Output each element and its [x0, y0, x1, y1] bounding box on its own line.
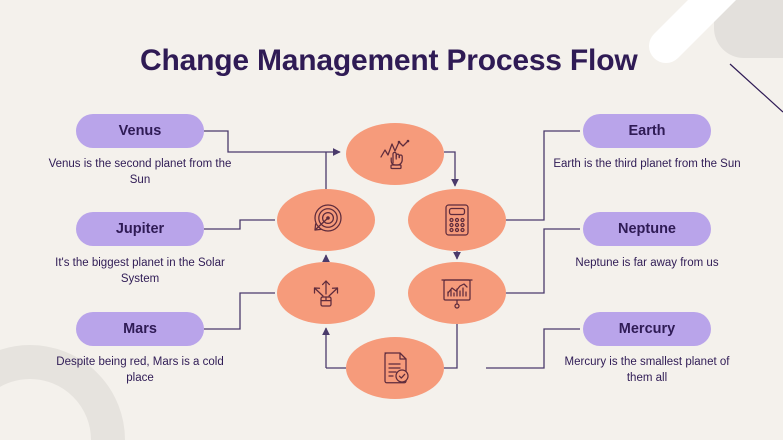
pill-label: Neptune	[618, 221, 676, 237]
page-title: Change Management Process Flow	[140, 44, 638, 77]
connector-venus-to-node1	[204, 130, 341, 156]
pill-earth[interactable]: Earth	[583, 114, 711, 148]
pill-label: Mercury	[618, 321, 676, 337]
pill-venus[interactable]: Venus	[76, 114, 204, 148]
connector-node3-to-earth	[506, 130, 580, 221]
description-earth: Earth is the third planet from the Sun	[553, 158, 741, 170]
connector-node6-to-mercury	[486, 328, 580, 369]
connector-jupiter-to-node2	[204, 219, 275, 230]
description-neptune: Neptune is far away from us	[575, 257, 719, 269]
hand-touch-line-chart-icon	[378, 137, 412, 171]
description-mercury: Mercury is the smallest planet of them a…	[564, 356, 730, 384]
target-arrow-icon	[309, 203, 343, 237]
process-node-target-arrow[interactable]	[277, 189, 375, 251]
process-node-presentation-chart[interactable]	[408, 262, 506, 324]
process-node-calculator[interactable]	[408, 189, 506, 251]
pill-mercury[interactable]: Mercury	[583, 312, 711, 346]
pill-label: Jupiter	[115, 221, 165, 237]
process-node-document-approved[interactable]	[346, 337, 444, 399]
calculator-icon	[441, 203, 473, 237]
description-jupiter: It's the biggest planet in the Solar Sys…	[55, 257, 225, 285]
box-diverging-arrows-icon	[309, 276, 343, 310]
pill-mars[interactable]: Mars	[76, 312, 204, 346]
description-venus: Venus is the second planet from the Sun	[48, 158, 232, 186]
pill-jupiter[interactable]: Jupiter	[76, 212, 204, 246]
pill-label: Venus	[118, 123, 162, 139]
presentation-chart-icon	[439, 276, 475, 310]
description-mars: Despite being red, Mars is a cold place	[56, 356, 224, 384]
process-node-box-diverging-arrows[interactable]	[277, 262, 375, 324]
connector-node5-to-neptune	[506, 228, 580, 294]
connector-mars-to-node4	[204, 292, 275, 330]
process-node-hand-touch-line-chart[interactable]	[346, 123, 444, 185]
pill-label: Earth	[628, 123, 666, 139]
connector-node1-to-node3	[444, 151, 459, 187]
pill-neptune[interactable]: Neptune	[583, 212, 711, 246]
pill-label: Mars	[123, 321, 157, 337]
document-approved-icon	[379, 351, 411, 385]
